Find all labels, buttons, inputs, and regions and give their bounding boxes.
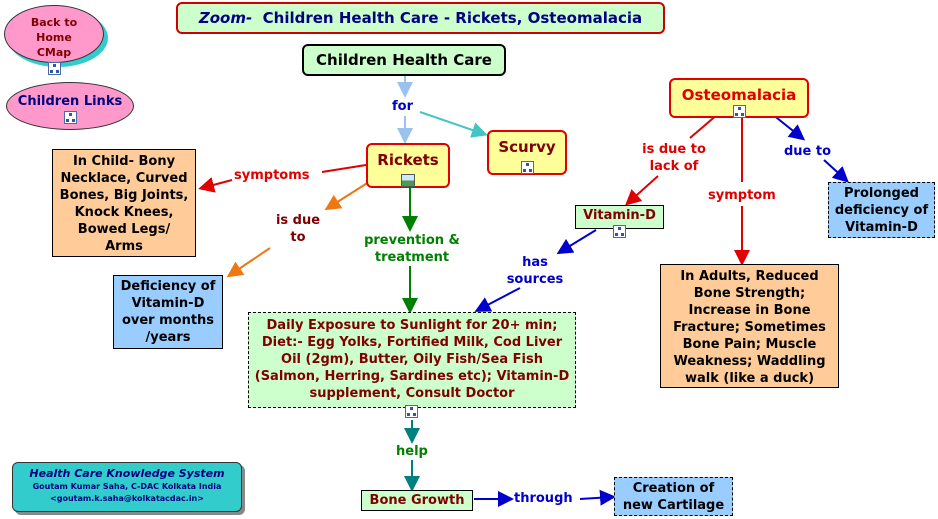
node-label: Scurvy <box>498 138 556 156</box>
node-label: Vitamin-D <box>583 208 656 223</box>
node-rickets-symptoms[interactable]: In Child- Bony Necklace, Curved Bones, B… <box>52 149 196 257</box>
connector-rickets-isdue <box>324 179 373 211</box>
connector-osteo-isdue <box>689 113 719 139</box>
cmap-link-icon[interactable] <box>63 111 77 124</box>
node-vitamin-d[interactable]: Vitamin-D <box>575 205 664 238</box>
node-label: Prolonged deficiency of Vitamin-D <box>834 186 929 235</box>
link-label-symptoms: symptoms <box>234 168 310 183</box>
connector-symptoms-box <box>198 177 233 193</box>
title-prefix: Zoom- <box>198 9 253 27</box>
node-label: Rickets <box>377 151 439 169</box>
cmap-link-icon[interactable] <box>613 225 626 238</box>
link-label-symptom: symptom <box>708 188 776 203</box>
link-label-for: for <box>392 99 413 114</box>
children-links-button[interactable]: Children Links <box>6 82 134 130</box>
connector-isdue-deficiency <box>226 247 271 278</box>
link-label-through: through <box>514 491 573 506</box>
node-label: In Adults, Reduced Bone Strength; Increa… <box>673 269 826 386</box>
node-treatment[interactable]: Daily Exposure to Sunlight for 20+ min; … <box>248 312 576 408</box>
footer-author: Goutam Kumar Saha, C-DAC Kolkata India <box>32 482 222 491</box>
cmap-link-icon[interactable] <box>405 405 418 418</box>
connector-for-scurvy <box>419 111 488 138</box>
title-text: Children Health Care - Rickets, Osteomal… <box>262 9 643 27</box>
node-scurvy[interactable]: Scurvy <box>487 130 567 175</box>
node-rickets-cause[interactable]: Deficiency of Vitamin-D over months /yea… <box>113 275 223 349</box>
node-label: Osteomalacia <box>681 86 797 104</box>
node-label: Bone Growth <box>369 493 465 508</box>
node-prolonged-deficiency[interactable]: Prolonged deficiency of Vitamin-D <box>828 182 935 238</box>
link-label-help: help <box>396 444 428 459</box>
connector-vitd-sources <box>556 229 597 255</box>
cmap-link-icon[interactable] <box>733 105 746 118</box>
back-home-button[interactable]: Back to Home CMap <box>4 5 104 75</box>
link-label-has-sources: has sources <box>506 255 564 287</box>
connector-isdue-vitd <box>625 175 659 206</box>
connector-osteo-dueto <box>771 113 806 141</box>
node-label: Children Health Care <box>316 51 492 69</box>
node-label: Daily Exposure to Sunlight for 20+ min; … <box>254 318 570 401</box>
link-label-due-to: due to <box>784 144 832 159</box>
footer-email: <goutam.k.saha@kolkatacdac.in> <box>50 494 204 503</box>
page-title: Zoom- Children Health Care - Rickets, Os… <box>176 2 665 34</box>
connector-through-cartilage <box>579 489 616 506</box>
footer-title: Health Care Knowledge System <box>29 467 225 480</box>
link-label-prevention: prevention & treatment <box>364 233 460 265</box>
image-icon[interactable] <box>401 174 415 187</box>
node-children-health-care[interactable]: Children Health Care <box>302 44 506 76</box>
node-osteomalacia-symptoms[interactable]: In Adults, Reduced Bone Strength; Increa… <box>660 264 839 388</box>
back-home-label: Back to Home CMap <box>30 16 78 59</box>
cmap-link-icon[interactable] <box>520 161 534 174</box>
cmap-link-icon[interactable] <box>47 61 61 75</box>
connector-rickets-symptoms <box>321 164 367 173</box>
node-cartilage[interactable]: Creation of new Cartilage <box>614 477 733 516</box>
node-label: Creation of new Cartilage <box>622 481 725 513</box>
node-label: Deficiency of Vitamin-D over months /yea… <box>120 279 216 345</box>
node-bone-growth[interactable]: Bone Growth <box>361 490 473 511</box>
link-label-is-due-to-lack-of: is due to lack of <box>642 142 706 174</box>
node-osteomalacia[interactable]: Osteomalacia <box>669 78 809 118</box>
node-label: In Child- Bony Necklace, Curved Bones, B… <box>59 154 189 254</box>
footer-credit: Health Care Knowledge System Goutam Kuma… <box>12 462 242 512</box>
connector-sources-treatment <box>474 287 521 312</box>
link-label-is-due-to: is due to <box>275 213 321 245</box>
node-rickets[interactable]: Rickets <box>366 143 450 188</box>
children-links-label: Children Links <box>17 94 123 109</box>
connector-dueto-prolonged <box>823 159 849 183</box>
